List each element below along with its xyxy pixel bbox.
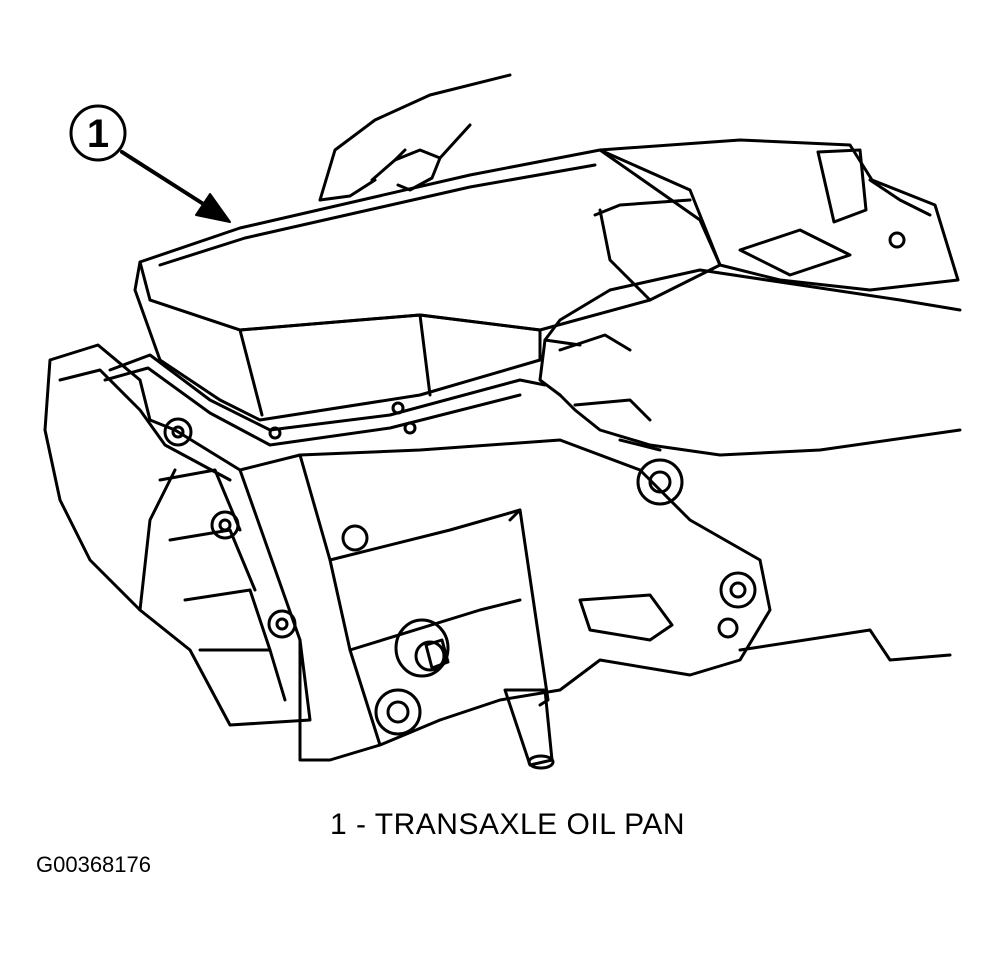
- case-bolt: [163, 417, 193, 447]
- callout-number: 1: [87, 112, 109, 156]
- case-bolt: [267, 609, 297, 639]
- sensor-plug: [394, 618, 450, 678]
- left-hand: [318, 73, 512, 202]
- callout-arrowhead: [195, 193, 231, 223]
- mounting-boss: [636, 458, 684, 506]
- mounting-boss: [374, 688, 422, 736]
- output-shaft: [503, 508, 555, 770]
- mounting-boss: [719, 571, 757, 609]
- transaxle-case: [43, 343, 952, 770]
- callout-leader-line: [120, 150, 207, 207]
- transaxle-oil-pan: [103, 148, 722, 447]
- mounting-boss: [717, 617, 739, 639]
- transaxle-rear-casting: [598, 138, 960, 292]
- callout-circle: [69, 104, 127, 162]
- callout-1: 1: [69, 104, 231, 223]
- figure-id: G00368176: [36, 852, 151, 877]
- case-bolt: [210, 510, 240, 540]
- right-hand: [538, 268, 962, 457]
- mounting-boss: [341, 524, 369, 552]
- figure-caption: 1 - TRANSAXLE OIL PAN: [330, 808, 686, 841]
